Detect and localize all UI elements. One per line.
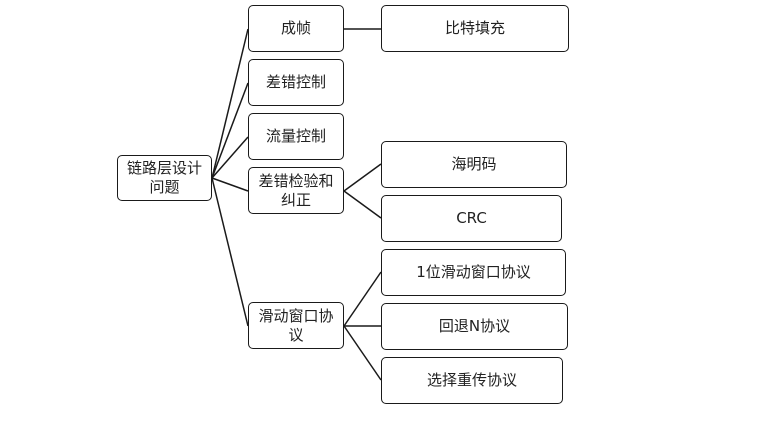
connector [211, 82, 249, 179]
connector [211, 177, 249, 192]
node-sliding-window: 滑动窗口协议 [248, 302, 344, 349]
node-hamming-code: 海明码 [381, 141, 567, 188]
node-go-back-n: 回退N协议 [381, 303, 568, 350]
node-error-control: 差错控制 [248, 59, 344, 106]
connector [211, 28, 249, 179]
connector [211, 136, 249, 179]
node-selective-repeat: 选择重传协议 [381, 357, 563, 404]
connector [343, 271, 382, 327]
node-crc: CRC [381, 195, 562, 242]
connector [343, 190, 382, 219]
root-node: 链路层设计问题 [117, 155, 212, 201]
connector [343, 325, 382, 381]
node-error-detection: 差错检验和纠正 [248, 167, 344, 214]
node-flow-control: 流量控制 [248, 113, 344, 160]
node-bit-stuffing: 比特填充 [381, 5, 569, 52]
node-one-bit-sliding-window: 1位滑动窗口协议 [381, 249, 566, 296]
node-framing: 成帧 [248, 5, 344, 52]
connector [211, 177, 249, 327]
connector [343, 163, 382, 192]
